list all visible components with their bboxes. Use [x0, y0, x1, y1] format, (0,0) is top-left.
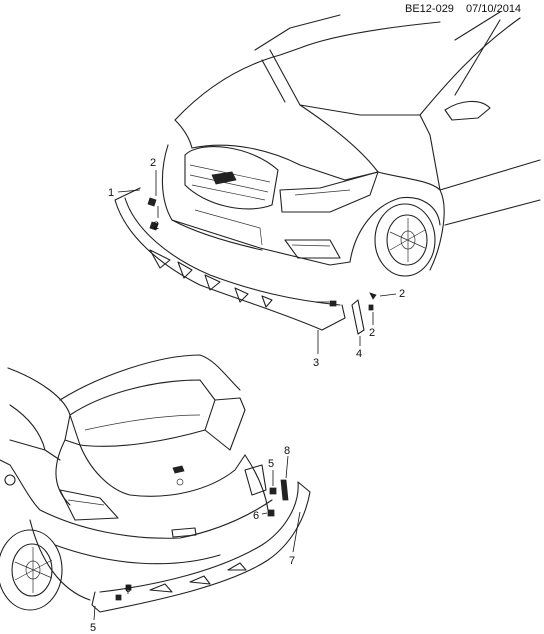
callout-6: 6	[253, 510, 259, 522]
callout-2: 2	[369, 327, 375, 339]
callout-8: 8	[284, 445, 290, 457]
rear-car-illustration	[0, 354, 311, 613]
callout-2: 2	[150, 157, 156, 169]
diagram-date: 07/10/2014	[466, 3, 522, 15]
front-car-illustration	[114, 11, 541, 335]
callout-4: 4	[356, 348, 362, 360]
callout-7: 7	[289, 555, 295, 567]
diagram-code: BE12-029	[405, 3, 454, 15]
callout-5: 5	[268, 458, 274, 470]
callout-1: 1	[108, 187, 114, 199]
rear-leader-lines	[93, 455, 301, 621]
callout-labels: 1 2 2 2 2 3 4 5 5 6 6 7 8	[90, 157, 405, 634]
callout-2: 2	[153, 220, 159, 232]
callout-2: 2	[399, 288, 405, 300]
callout-5: 5	[90, 622, 96, 634]
front-leader-lines	[117, 170, 397, 354]
callout-3: 3	[313, 357, 319, 369]
callout-6: 6	[125, 583, 131, 595]
